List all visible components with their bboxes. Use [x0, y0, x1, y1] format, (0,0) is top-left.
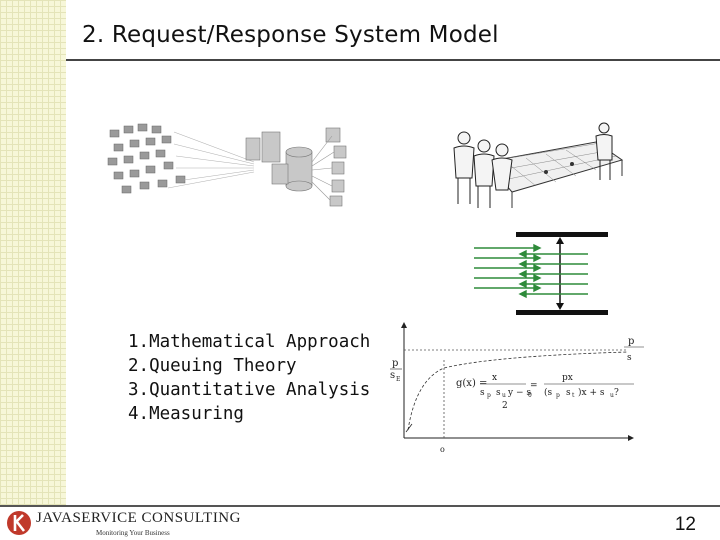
list-item: 1.Mathematical Approach — [128, 332, 371, 352]
asymptote-label-s: s — [627, 353, 632, 363]
logo-emblem-icon — [7, 511, 31, 535]
asymptote-label-p: p — [628, 336, 634, 347]
people-at-table-illustration — [453, 122, 624, 208]
request-arrows-diagram — [474, 232, 608, 315]
svg-text:x: x — [492, 373, 497, 383]
svg-text:s: s — [566, 388, 571, 398]
svg-text:u: u — [502, 392, 506, 399]
svg-text:?: ? — [614, 388, 619, 398]
svg-text:=: = — [530, 381, 538, 391]
svg-text:s: s — [496, 388, 501, 398]
list-item: 4.Measuring — [128, 404, 244, 424]
svg-text:t: t — [572, 392, 575, 399]
svg-text:(s: (s — [544, 387, 553, 398]
logo-tagline: Monitoring Your Business — [96, 529, 170, 537]
svg-text:2: 2 — [502, 401, 508, 411]
decorative-side-strip — [0, 0, 66, 505]
approach-list: 1.Mathematical Approach 2.Queuing Theory… — [128, 330, 370, 426]
slide-title: 2. Request/Response System Model — [82, 22, 499, 48]
svg-text:0: 0 — [528, 392, 532, 399]
person-figure-icon — [453, 122, 613, 208]
network-architecture-illustration — [107, 123, 347, 207]
svg-text:s: s — [480, 388, 485, 398]
svg-text:p: p — [556, 392, 560, 399]
equation-left: g(x) = — [456, 378, 487, 389]
axis-label-sub: E — [396, 376, 400, 383]
svg-text:p: p — [487, 392, 491, 399]
list-item: 2.Queuing Theory — [128, 356, 297, 376]
svg-text:px: px — [562, 373, 573, 383]
svg-text:y − s: y − s — [507, 388, 531, 398]
company-logo: JAVASERVICE CONSULTING Monitoring Your B… — [4, 507, 240, 540]
axis-label-p: p — [392, 358, 398, 369]
page-number: 12 — [674, 514, 696, 535]
svg-text:)x + s: )x + s — [578, 387, 605, 398]
x-axis-mark: o — [440, 445, 445, 454]
client-computer-icon — [107, 123, 186, 194]
svg-text:u: u — [610, 392, 614, 399]
logo-text: JAVASERVICE CONSULTING — [36, 510, 241, 526]
title-divider — [66, 59, 720, 61]
axis-label-s: s — [390, 370, 395, 381]
list-item: 3.Quantitative Analysis — [128, 380, 371, 400]
footer-divider — [0, 505, 720, 507]
